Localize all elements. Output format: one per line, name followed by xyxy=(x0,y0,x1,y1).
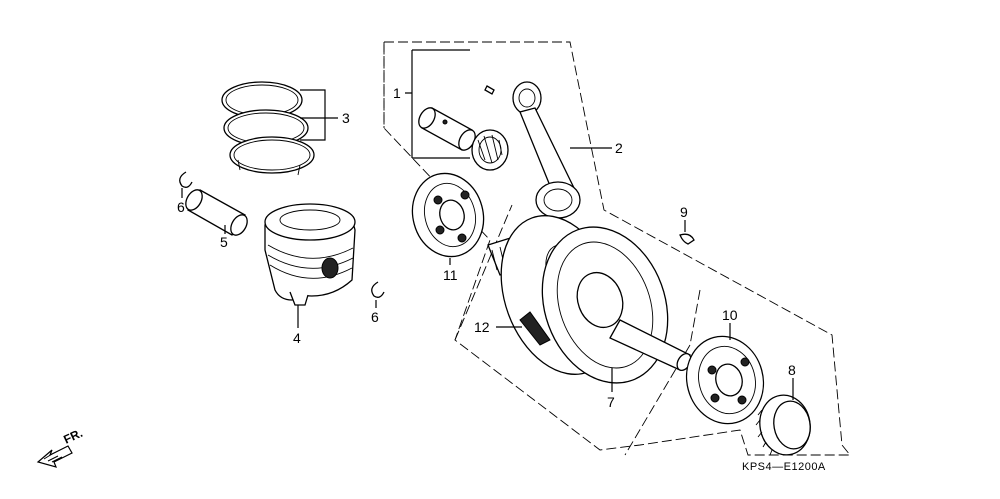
callout-10: 10 xyxy=(722,307,738,323)
connecting-rod xyxy=(512,81,581,219)
front-label: FR. xyxy=(61,426,84,447)
callout-11: 11 xyxy=(443,267,458,283)
callout-8: 8 xyxy=(788,362,796,378)
group-outline-connecting-rod xyxy=(383,41,851,456)
group-outline-crankshaft xyxy=(383,42,701,456)
leader-lines xyxy=(181,49,794,400)
piston-pin-clip-left xyxy=(179,171,193,188)
callout-4: 4 xyxy=(293,330,301,346)
front-direction-indicator: FR. xyxy=(36,426,85,468)
callout-3: 3 xyxy=(342,110,350,126)
needle-bearing xyxy=(471,129,509,171)
ball-bearing-right xyxy=(685,335,765,425)
callout-2: 2 xyxy=(615,140,623,156)
piston-rings xyxy=(221,81,315,176)
piston-pin-clip-right xyxy=(371,281,385,298)
woodruff-key xyxy=(679,233,695,245)
piston xyxy=(264,203,356,306)
callout-7: 7 xyxy=(607,394,615,410)
crankshaft xyxy=(487,215,692,384)
callout-6-right: 6 xyxy=(371,309,379,325)
small-pin xyxy=(484,85,495,95)
front-arrow-icon xyxy=(36,445,73,468)
piston-pin xyxy=(185,189,248,236)
callout-6-left: 6 xyxy=(177,199,185,215)
callout-5: 5 xyxy=(220,234,228,250)
timing-gear xyxy=(755,394,811,456)
ball-bearing-left xyxy=(411,172,485,258)
part-code: KPS4—E1200A xyxy=(742,461,826,473)
callout-9: 9 xyxy=(680,204,688,220)
callout-12: 12 xyxy=(474,319,490,335)
callout-1: 1 xyxy=(393,85,401,101)
connecting-rod-pin xyxy=(418,107,476,151)
